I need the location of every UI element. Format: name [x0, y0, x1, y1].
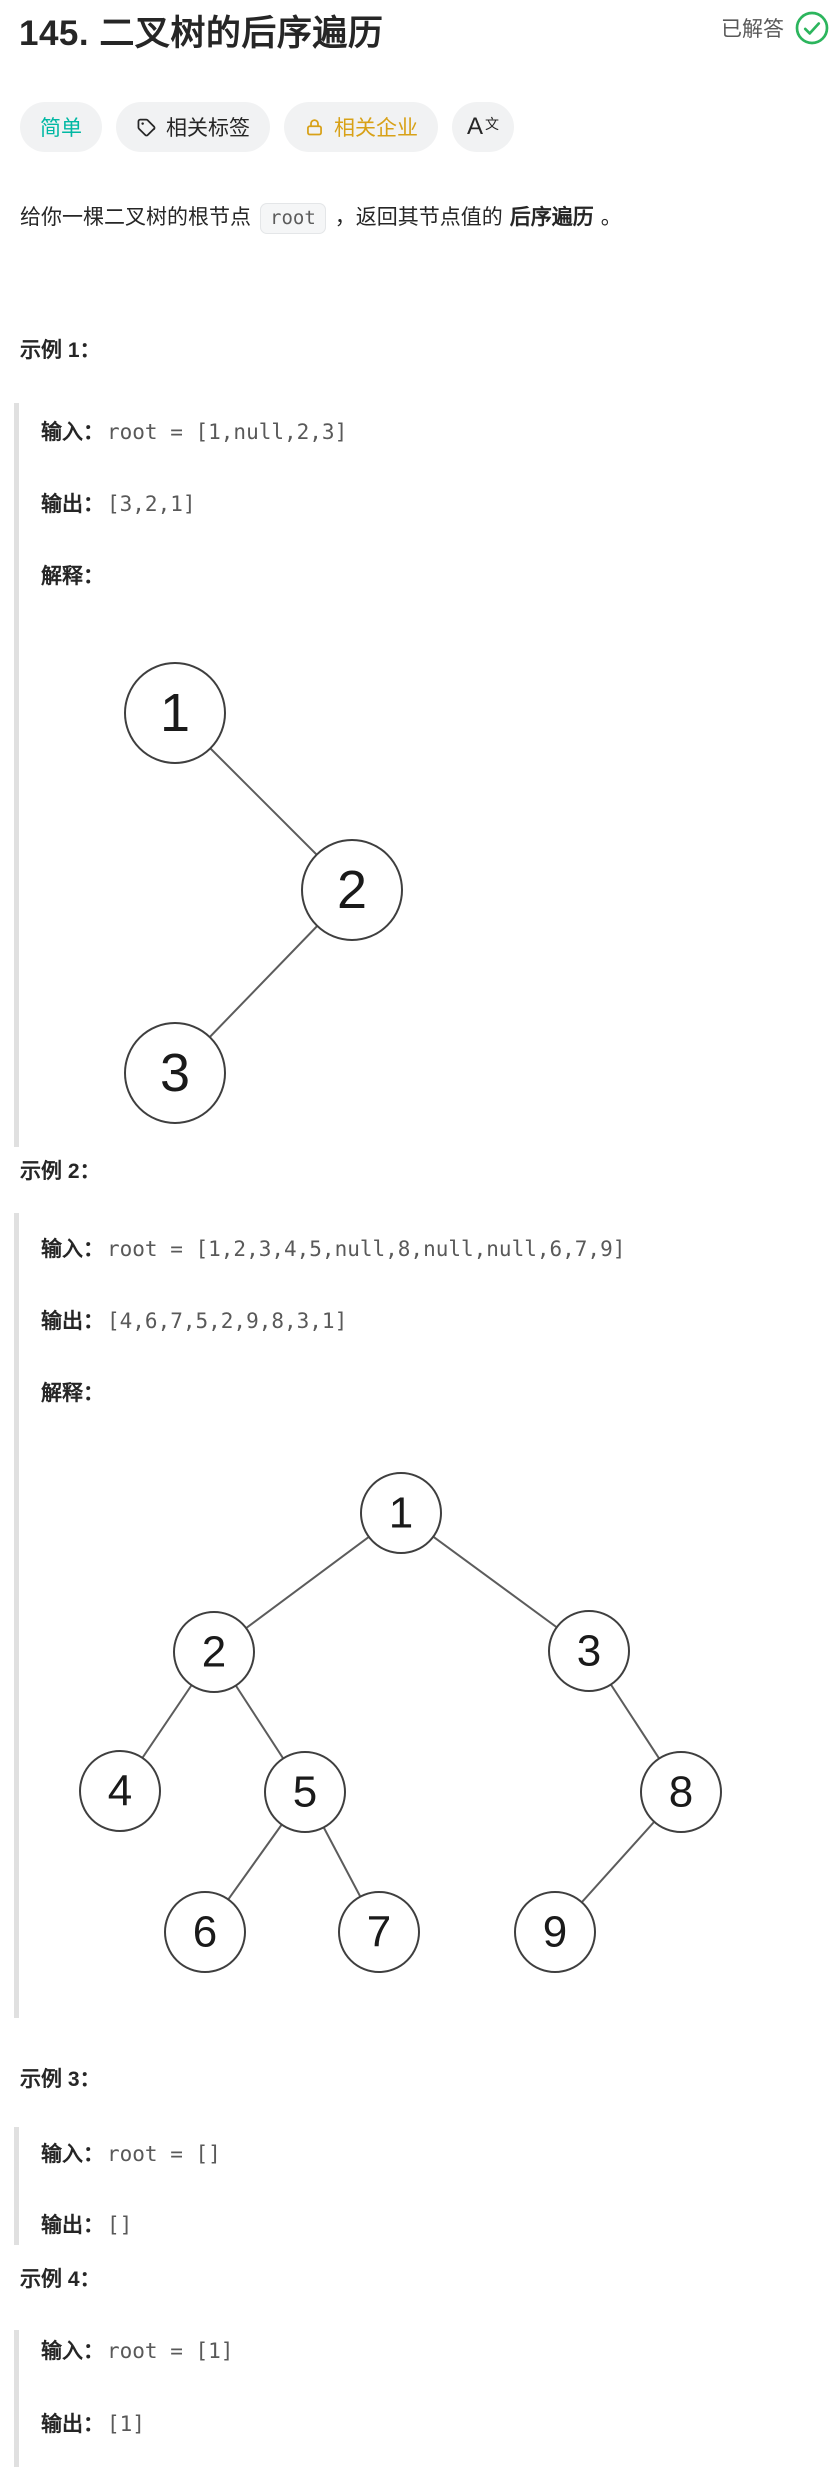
example-2-input-line: 输入：root = [1,2,3,4,5,null,8,null,null,6,… [41, 1233, 625, 1263]
output-label: 输出： [41, 2214, 104, 2237]
tree-node-circle [264, 1751, 346, 1833]
example-3-output-line: 输出：[] [41, 2209, 132, 2239]
tree-node-label: 6 [193, 1908, 217, 1957]
example-1-output-line: 输出：[3,2,1] [41, 488, 196, 518]
tree-node-circle [124, 1022, 226, 1124]
output-label: 输出： [41, 493, 104, 516]
tree-node-label: 8 [669, 1768, 693, 1817]
example-3-input-line: 输入：root = [] [41, 2138, 221, 2168]
tree-node-label: 7 [367, 1908, 391, 1957]
related-companies-label: 相关企业 [334, 117, 418, 140]
solved-label: 已解答 [721, 18, 784, 41]
inline-code-root: root [260, 203, 326, 234]
explain-label: 解释： [41, 565, 104, 588]
solved-badge: 已解答 [721, 8, 830, 48]
input-value: root = [1,null,2,3] [107, 420, 348, 444]
tree-node-label: 1 [389, 1489, 413, 1538]
input-label: 输入： [41, 2143, 104, 2166]
example-2-tree-diagram: 1 2 3 4 5 8 6 7 9 [79, 1472, 722, 1973]
tree-node-label: 4 [108, 1767, 132, 1816]
example-4-heading: 示例 4： [20, 2268, 101, 2291]
lock-icon [307, 118, 322, 135]
output-value: [3,2,1] [107, 492, 196, 516]
tree-node-label: 1 [160, 683, 190, 743]
description-prefix: 给你一棵二叉树的根节点 [20, 206, 251, 229]
tree-node-circle [640, 1751, 722, 1833]
tree-node-circle [124, 662, 226, 764]
tree-node-circle [338, 1891, 420, 1973]
example-1-tree-diagram: 1 2 3 [124, 662, 403, 1124]
tag-row: 简单 相关标签 相关企业 A 文 [20, 102, 515, 152]
output-label: 输出： [41, 1310, 104, 1333]
related-tags-label: 相关标签 [166, 117, 250, 140]
output-label: 输出： [41, 2413, 104, 2436]
output-value: [1] [107, 2412, 145, 2436]
tree-node-circle [548, 1610, 630, 1692]
tree-node-label: 9 [543, 1908, 567, 1957]
output-value: [4,6,7,5,2,9,8,3,1] [107, 1309, 348, 1333]
input-value: root = [1] [107, 2339, 234, 2363]
example-1-explain-line: 解释： [41, 560, 104, 590]
example-1-input-line: 输入：root = [1,null,2,3] [41, 416, 347, 446]
example-3-heading: 示例 3： [20, 2068, 101, 2091]
tree-node-circle [164, 1891, 246, 1973]
tree-node-circle [173, 1611, 255, 1693]
tree-node-label: 3 [577, 1627, 601, 1676]
output-value: [] [107, 2213, 133, 2237]
translate-wen-glyph: 文 [485, 116, 500, 132]
explain-label: 解释： [41, 1382, 104, 1405]
tree-node-circle [514, 1891, 596, 1973]
example-2-explain-line: 解释： [41, 1377, 104, 1407]
example-2-heading: 示例 2： [20, 1160, 101, 1183]
example-3-block: 输入：root = [] 输出：[] [14, 2127, 819, 2245]
difficulty-pill[interactable]: 简单 [20, 102, 102, 152]
example-1-heading: 示例 1： [20, 339, 101, 362]
input-label: 输入： [41, 1238, 104, 1261]
related-companies-pill[interactable]: 相关企业 [284, 102, 438, 152]
example-4-block: 输入：root = [1] 输出：[1] [14, 2330, 819, 2467]
tree-node-label: 5 [293, 1768, 317, 1817]
difficulty-label: 简单 [40, 117, 82, 140]
problem-description: 给你一棵二叉树的根节点 root ，返回其节点值的后序遍历。 [20, 201, 622, 235]
input-label: 输入： [41, 2340, 104, 2363]
tree-node-circle [301, 839, 403, 941]
description-bold-term: 后序遍历 [509, 206, 594, 229]
example-2-output-line: 输出：[4,6,7,5,2,9,8,3,1] [41, 1305, 347, 1335]
translate-a-glyph: A [467, 113, 484, 140]
tree-node-label: 2 [337, 860, 367, 920]
input-label: 输入： [41, 421, 104, 444]
translate-toggle-pill[interactable]: A 文 [452, 102, 515, 152]
page-title: 145. 二叉树的后序遍历 [19, 14, 384, 53]
tree-node-circle [360, 1472, 442, 1554]
input-value: root = [1,2,3,4,5,null,8,null,null,6,7,9… [107, 1237, 626, 1261]
example-4-input-line: 输入：root = [1] [41, 2335, 233, 2365]
tree-node-label: 2 [202, 1628, 226, 1677]
tree-node-label: 3 [160, 1043, 190, 1103]
related-tags-pill[interactable]: 相关标签 [116, 102, 270, 152]
tag-icon [137, 118, 156, 136]
tree-node-circle [79, 1750, 161, 1832]
check-circle-icon [795, 11, 829, 45]
example-1-block: 输入：root = [1,null,2,3] 输出：[3,2,1] 解释： [14, 403, 819, 1147]
example-2-block: 输入：root = [1,2,3,4,5,null,8,null,null,6,… [14, 1213, 819, 2018]
example-4-output-line: 输出：[1] [41, 2408, 145, 2438]
description-suffix: 。 [600, 206, 622, 229]
input-value: root = [] [107, 2142, 221, 2166]
description-middle: ，返回其节点值的 [334, 206, 503, 229]
